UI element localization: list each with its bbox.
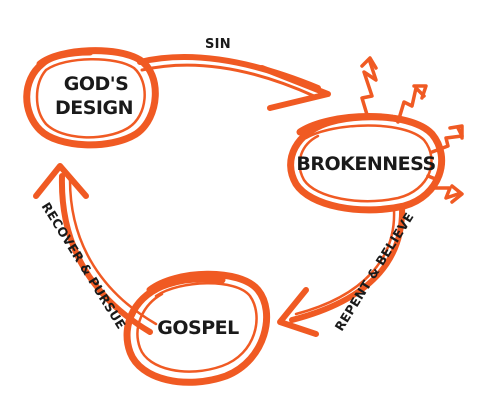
lightning-bolt-icon-head [412, 84, 428, 100]
repent-believe-arrow-shaft-2 [294, 208, 396, 316]
gods-design-label-line2: DESIGN [55, 97, 133, 119]
sin-arrow-shaft [137, 54, 321, 91]
gospel-circle [123, 270, 270, 386]
recover-pursue-arrow-shaft-2 [68, 178, 158, 326]
lightning-bolt-icon [360, 60, 378, 120]
lightning-bolt-icon-head [448, 124, 464, 140]
gospel-label: GOSPEL [157, 317, 239, 339]
repent-believe-arrowhead [277, 287, 319, 337]
repent-believe-arrow-shaft [289, 203, 406, 323]
lightning-bolt-icon [426, 174, 460, 200]
gods-design-circle-inner-stroke [35, 58, 146, 139]
sin-label: SIN [205, 37, 231, 52]
repent-believe-label: REPENT & BELIEVE [332, 210, 417, 334]
sin-arrowhead [259, 65, 331, 111]
recover-pursue-label: RECOVER & PURSUE [39, 200, 129, 332]
recover-pursue-arrow-shaft [58, 173, 153, 335]
brokenness-lightning-bolts [360, 56, 464, 204]
lightning-bolt-icon-head [450, 184, 464, 204]
node-gospel: GOSPEL [123, 270, 270, 386]
lightning-bolt-icon [396, 86, 426, 124]
node-brokenness: BROKENNESS [287, 113, 446, 214]
edge-repent-believe: REPENT & BELIEVE [277, 203, 417, 337]
edge-sin: SIN [137, 37, 331, 111]
gods-design-label-line1: GOD'S [64, 73, 129, 95]
sin-arrow-shaft-2 [140, 63, 316, 98]
brokenness-circle-inner-stroke [298, 124, 433, 203]
lightning-bolt-icon-head [360, 56, 378, 70]
gods-design-circle [23, 47, 159, 149]
node-gods-design: GOD'S DESIGN [23, 47, 159, 149]
recover-pursue-arrowhead [33, 163, 89, 199]
gospel-circle-inner-stroke [136, 282, 258, 373]
brokenness-circle [287, 113, 446, 214]
brokenness-label: BROKENNESS [296, 153, 435, 175]
